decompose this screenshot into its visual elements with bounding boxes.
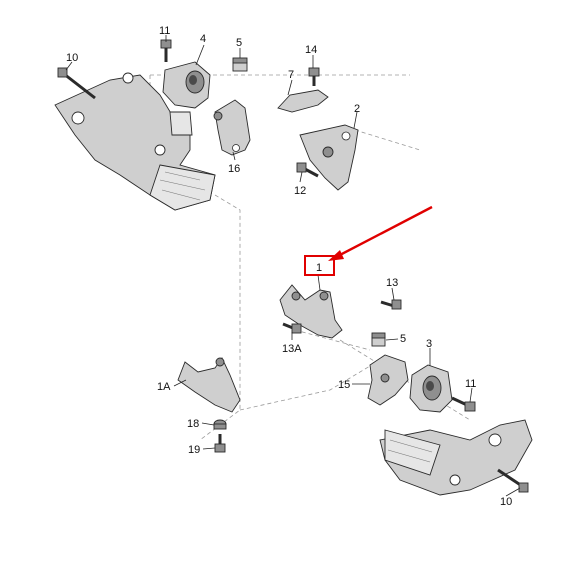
bracket-1a (177, 357, 241, 413)
leader-lines (65, 35, 521, 497)
callout-4: 4 (200, 33, 206, 45)
bolt-13 (380, 299, 402, 310)
callout-19: 19 (188, 444, 200, 456)
highlight-box (304, 255, 335, 276)
clip-5-top (232, 57, 248, 72)
washer-18 (213, 419, 227, 430)
callout-5-top: 5 (236, 37, 242, 49)
bolt-10-bottom (497, 468, 529, 493)
callout-10-bottom: 10 (500, 496, 512, 508)
callout-labels: 10 11 4 5 14 7 2 16 12 1 13 13A 5 3 15 1… (66, 25, 512, 508)
callout-18: 18 (187, 418, 199, 430)
callout-11-bottom: 11 (465, 378, 476, 390)
engine-mount-4 (162, 61, 211, 109)
mount-bracket-1 (279, 284, 343, 339)
callout-2: 2 (354, 103, 360, 115)
callout-13: 13 (386, 277, 398, 289)
bolt-14 (308, 67, 320, 86)
subframe-bottom-right (379, 419, 533, 496)
bracket-15 (367, 354, 409, 406)
subframe-top-left (54, 72, 216, 211)
callout-5-bottom: 5 (400, 333, 406, 345)
callout-13a: 13A (282, 343, 302, 355)
callout-1a: 1A (157, 381, 171, 393)
callout-10-top: 10 (66, 52, 78, 64)
heat-shield-7 (277, 89, 329, 113)
bolt-13a (282, 322, 302, 334)
bolt-11-bottom (451, 396, 476, 412)
engine-mount-3 (409, 364, 453, 413)
clip-5-bottom (371, 332, 386, 347)
callout-14: 14 (305, 44, 317, 56)
callout-16: 16 (228, 163, 240, 175)
callout-7: 7 (288, 69, 294, 81)
callout-3: 3 (426, 338, 432, 350)
callout-12: 12 (294, 185, 306, 197)
bracket-2 (299, 124, 359, 191)
highlight-annotation (304, 205, 433, 276)
callout-15: 15 (338, 379, 350, 391)
bolt-12 (296, 162, 319, 178)
callout-1: 1 (316, 262, 322, 274)
bolt-10-top (57, 67, 96, 100)
callout-11-top: 11 (159, 25, 170, 37)
bolt-11-top (160, 39, 172, 62)
bracket-16 (213, 99, 251, 156)
bolt-19 (214, 434, 226, 453)
